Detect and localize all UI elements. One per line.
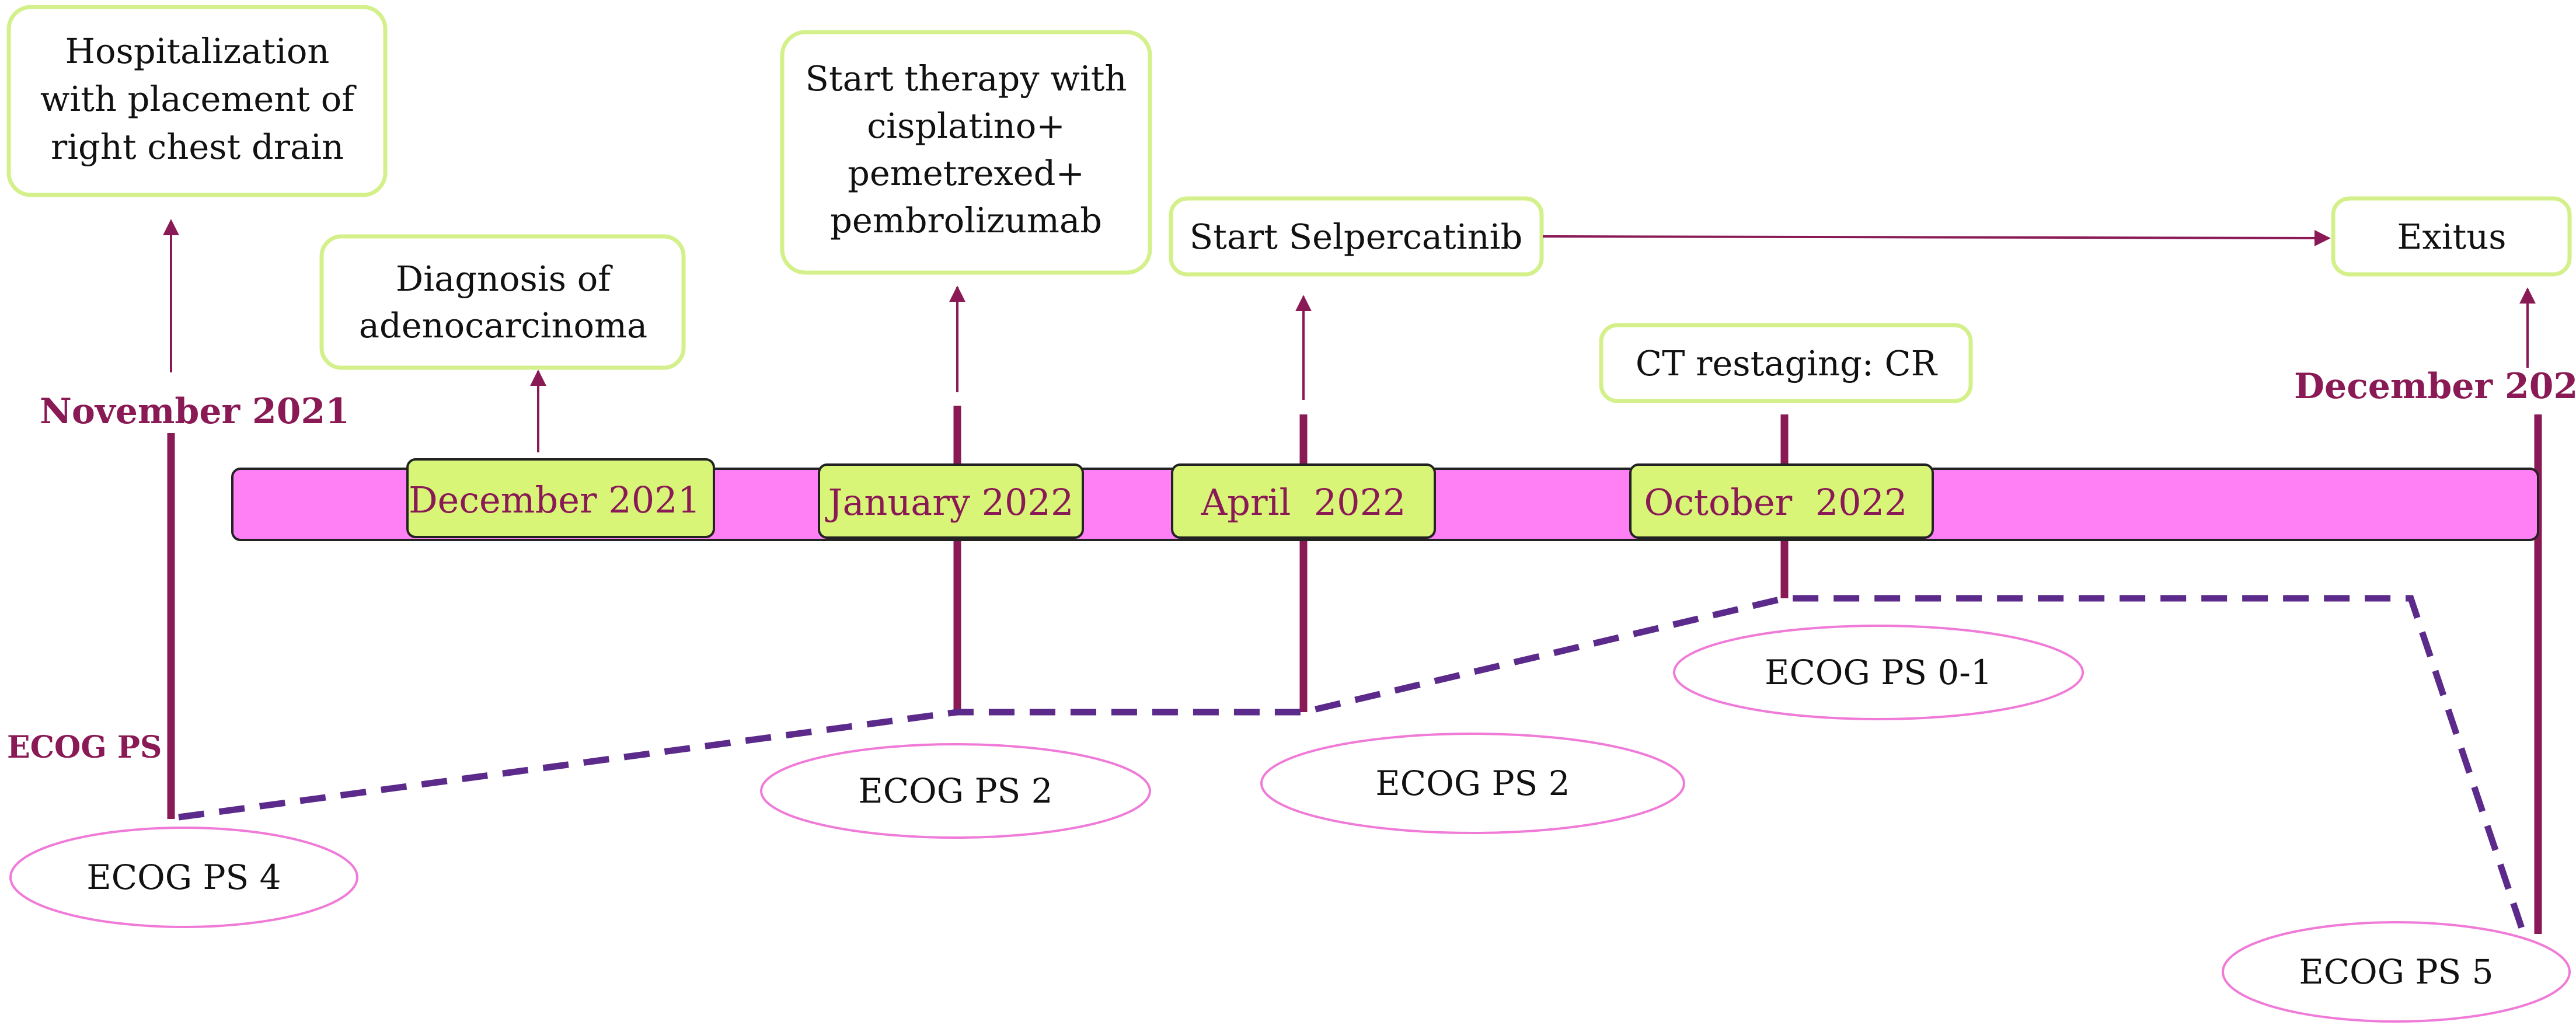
milestone-label: January 2022: [825, 481, 1074, 524]
event-box-hospitalization: [6, 5, 388, 197]
ecog-label: ECOG PS 4: [86, 857, 281, 897]
event-text: Diagnosis of: [396, 259, 613, 299]
milestone-box-apr-2022: [1171, 463, 1436, 539]
milestone-label: December 2021: [409, 479, 700, 521]
ecog-label: ECOG PS 5: [2299, 952, 2493, 992]
ecog-labels: ECOG PS 4 ECOG PS 2 ECOG PS 2 ECOG PS 0-…: [86, 653, 2493, 992]
milestone-boxes: [406, 458, 1934, 539]
event-text: Exitus: [2397, 217, 2506, 257]
event-box-selpercatinib: [1169, 196, 1544, 277]
arrow-selpercatinib-to-exitus: [1542, 229, 2331, 246]
ecog-trend-line: [178, 595, 2525, 929]
ecog-ellipse: [1260, 733, 1685, 834]
event-text: adenocarcinoma: [359, 305, 647, 346]
milestone-labels: December 2021 January 2022 April 2022 Oc…: [409, 479, 1908, 524]
ecog-ellipse: [1673, 625, 2084, 720]
event-text: pemetrexed+: [848, 153, 1085, 193]
event-arrows: [163, 219, 2536, 452]
end-date-label: December 2023: [2294, 366, 2576, 407]
ecog-ellipse: [760, 743, 1151, 839]
ecog-ellipses: [9, 625, 2571, 1023]
event-text: Hospitalization: [65, 31, 330, 71]
event-text: pembrolizumab: [830, 200, 1102, 240]
event-text: cisplatino+: [867, 106, 1065, 146]
event-text: with placement of: [40, 79, 357, 119]
event-text: Start therapy with: [806, 58, 1127, 99]
milestone-label: April 2022: [1201, 481, 1406, 524]
start-date-label: November 2021: [40, 391, 350, 432]
milestone-box-oct-2022: [1629, 463, 1934, 539]
event-boxes: [6, 5, 2572, 403]
milestone-label: October 2022: [1644, 481, 1907, 524]
event-box-diagnosis: [319, 234, 686, 370]
ecog-label: ECOG PS 0-1: [1765, 653, 1992, 692]
event-text: Start Selpercatinib: [1190, 217, 1523, 257]
ecog-axis-label: ECOG PS: [7, 730, 162, 765]
milestone-box-jan-2022: [818, 463, 1084, 539]
event-text: CT restaging: CR: [1636, 343, 1938, 383]
ecog-label: ECOG PS 2: [1375, 763, 1570, 803]
ecog-label: ECOG PS 2: [858, 771, 1052, 811]
event-text: right chest drain: [51, 127, 344, 167]
milestone-box-dec-2021: [406, 458, 715, 538]
ecog-ellipse: [9, 827, 358, 928]
event-box-ct-restaging: [1599, 323, 1973, 403]
event-box-exitus: [2331, 196, 2572, 277]
event-texts: Hospitalization with placement of right …: [40, 31, 2507, 383]
ecog-ellipse: [2222, 921, 2571, 1023]
event-box-therapy: [780, 30, 1152, 275]
